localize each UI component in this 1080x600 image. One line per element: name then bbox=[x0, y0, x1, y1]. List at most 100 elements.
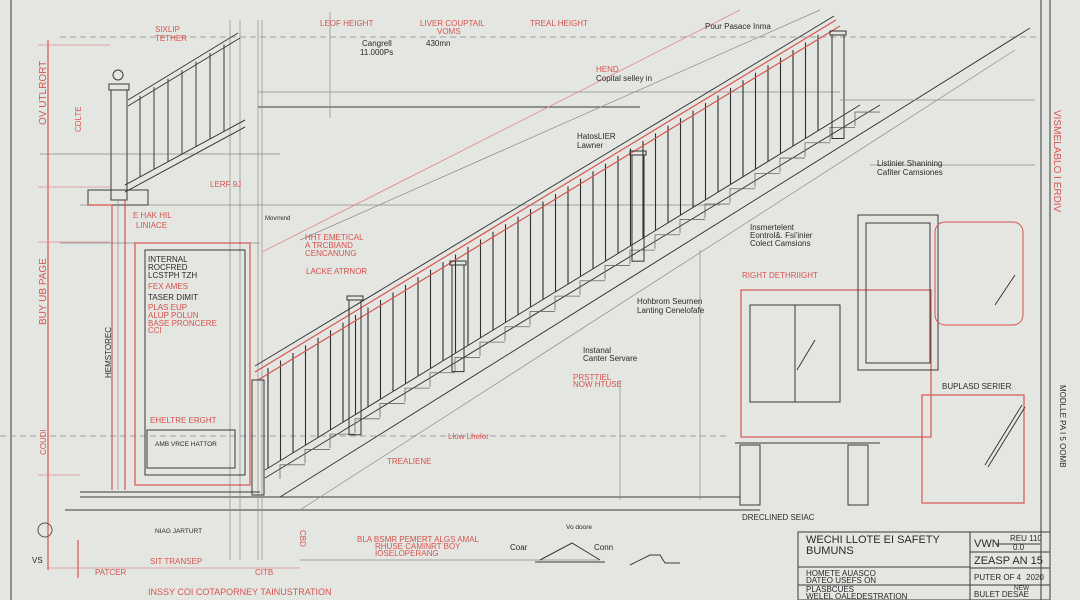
upper-left-stair bbox=[87, 32, 246, 206]
vertical-label-coudi: COUDI bbox=[39, 429, 48, 455]
label-leof-height: LEOF HEIGHT bbox=[320, 19, 373, 28]
label-vs: VS bbox=[32, 556, 43, 565]
title-block-year: 2020 bbox=[1026, 573, 1044, 582]
vertical-label-ov-utlrort: OV UTLRORT bbox=[38, 61, 49, 125]
stair-step bbox=[729, 188, 755, 203]
label-conn: Conn bbox=[594, 543, 613, 552]
vertical-label-right-dark: MODLLE PA I 5 OOMB bbox=[1058, 385, 1067, 468]
newel-cap bbox=[449, 260, 467, 266]
stair-step bbox=[579, 280, 605, 295]
label-internal-3: LCSTPH TZH bbox=[148, 271, 197, 280]
title-block-sheet-of: PUTER OF 4 bbox=[974, 573, 1022, 582]
title-block-rev-value: 0.0 bbox=[1013, 543, 1025, 552]
label-citb: CITB bbox=[255, 568, 273, 577]
label-ehelre: EHELTRE ERGHT bbox=[150, 416, 217, 425]
main-stair bbox=[251, 9, 1031, 511]
stair-step bbox=[804, 142, 830, 157]
vertical-label-hemstorec: HEMSTOREC bbox=[104, 327, 113, 378]
stair-step bbox=[654, 234, 680, 249]
newel-cap bbox=[346, 295, 364, 301]
label-insmert-2: Eontrol&. Fsi'inier bbox=[750, 231, 813, 240]
label-hatoslier: HatosLIER bbox=[577, 132, 616, 141]
label-copital: Copital selley in bbox=[596, 74, 652, 83]
stair-step bbox=[329, 433, 355, 449]
label-vo-doore: Vo doore bbox=[566, 524, 592, 531]
sheet-border bbox=[10, 0, 1051, 600]
label-plas-4: CCI bbox=[148, 326, 162, 335]
label-lerf: LERF 9J bbox=[210, 180, 241, 189]
stair-step bbox=[429, 372, 455, 387]
label-430mn: 430mn bbox=[426, 39, 450, 48]
right-detail-boxes bbox=[735, 99, 1035, 506]
label-liniace: LINIACE bbox=[136, 221, 167, 230]
newel-post bbox=[631, 154, 645, 262]
label-prst-1: PRSTTIEL bbox=[573, 373, 612, 382]
stair-step bbox=[504, 326, 530, 341]
stair-step bbox=[554, 295, 580, 311]
label-pour-pasace: Pour Pasace Inma bbox=[705, 22, 771, 31]
stair-step bbox=[479, 341, 505, 357]
newel-post bbox=[451, 264, 465, 373]
stair-step bbox=[404, 387, 430, 403]
label-hht-2: A TRCBIAND bbox=[305, 241, 353, 250]
title-block-footer: BULET DESAE bbox=[974, 590, 1029, 599]
label-hend: HEND bbox=[596, 65, 619, 74]
label-trealiene: TREALIENE bbox=[387, 457, 431, 466]
label-declined: DRECLINED SEIAC bbox=[742, 513, 815, 522]
label-right-deth: RIGHT DETHRIIGHT bbox=[742, 271, 818, 280]
stair-step bbox=[379, 403, 405, 418]
left-wall-section bbox=[80, 200, 260, 493]
label-internal-2: ROCFRED bbox=[148, 263, 188, 272]
stair-step bbox=[354, 418, 380, 433]
title-block-vwn: VWN bbox=[974, 538, 1000, 550]
drawing-bottom-title: INSSY COI COTAPORNEY TAINUSTRATION bbox=[148, 587, 332, 597]
label-sit-transep: SIT TRANSEP bbox=[150, 557, 202, 566]
label-prst-2: NOW HTUSE bbox=[573, 380, 622, 389]
label-plas-3: BASE PRONCERE bbox=[148, 319, 217, 328]
label-patcer: PATCER bbox=[95, 568, 126, 577]
label-coar: Coar bbox=[510, 543, 528, 552]
title-block bbox=[797, 531, 1051, 600]
stair-step bbox=[754, 173, 780, 188]
label-internal-1: INTERNAL bbox=[148, 255, 188, 264]
stair-step bbox=[454, 357, 480, 372]
bottom-small-details bbox=[37, 522, 680, 566]
label-cangrell: Cangrell bbox=[362, 39, 392, 48]
label-lawner: Lawner bbox=[577, 141, 604, 150]
stair-step bbox=[704, 203, 730, 219]
title-block-title-2: BUMUNS bbox=[806, 545, 854, 557]
label-insmert-1: Insmertelent bbox=[750, 223, 795, 232]
stair-step bbox=[529, 311, 555, 326]
label-buplasd: BUPLASD SERIER bbox=[942, 382, 1012, 391]
label-llow: Llow Lhelor bbox=[448, 432, 489, 441]
newel-post bbox=[831, 34, 845, 139]
label-treal-height: TREAL HEIGHT bbox=[530, 19, 588, 28]
construction-lines bbox=[0, 12, 1040, 561]
title-block-sheet-code: ZEASP AN 15 bbox=[974, 555, 1043, 567]
stair-step bbox=[829, 127, 855, 142]
label-lacke: LACKE ATRNOR bbox=[306, 267, 367, 276]
label-liver-coupail: LIVER COUPTAIL bbox=[420, 19, 485, 28]
stair-step bbox=[679, 219, 705, 234]
label-sixlip: SIXLIP bbox=[155, 25, 180, 34]
label-taser: TASER DIMIT bbox=[148, 293, 198, 302]
vertical-label-buy-ub-page: BUY UB PAGE bbox=[38, 258, 49, 325]
label-amb-vrce: AMB VRCE HATTOR bbox=[155, 441, 217, 448]
title-block-text: WECHI LLOTE EI SAFETY BUMUNS HOMETE AUAS… bbox=[806, 534, 1044, 600]
label-plas-2: ALUP POLUN bbox=[148, 311, 199, 320]
label-cbd: CBD bbox=[298, 530, 307, 547]
label-listinier-1: Listinier Shanining bbox=[877, 159, 942, 168]
title-block-rev-label: REU 110 bbox=[1010, 534, 1042, 543]
title-block-info-4: WELEL OALEDESTRATION bbox=[806, 592, 908, 600]
label-cangrell-value: 11.000Ps bbox=[360, 48, 393, 57]
label-niag: NIAG JARTURT bbox=[155, 528, 202, 535]
title-block-info-3: PLASBCUES bbox=[806, 585, 854, 594]
title-block-info-1: HOMETE AUASCO bbox=[806, 569, 876, 578]
label-ehak: E HAK HIL bbox=[133, 211, 172, 220]
label-movrrend: Movrrend bbox=[265, 216, 290, 222]
label-bla-2: RHUSE CAMINRT BOY bbox=[375, 542, 461, 551]
label-hht-1: HHT EMETICAL bbox=[305, 233, 364, 242]
label-fex-ames: FEX AMES bbox=[148, 282, 188, 291]
